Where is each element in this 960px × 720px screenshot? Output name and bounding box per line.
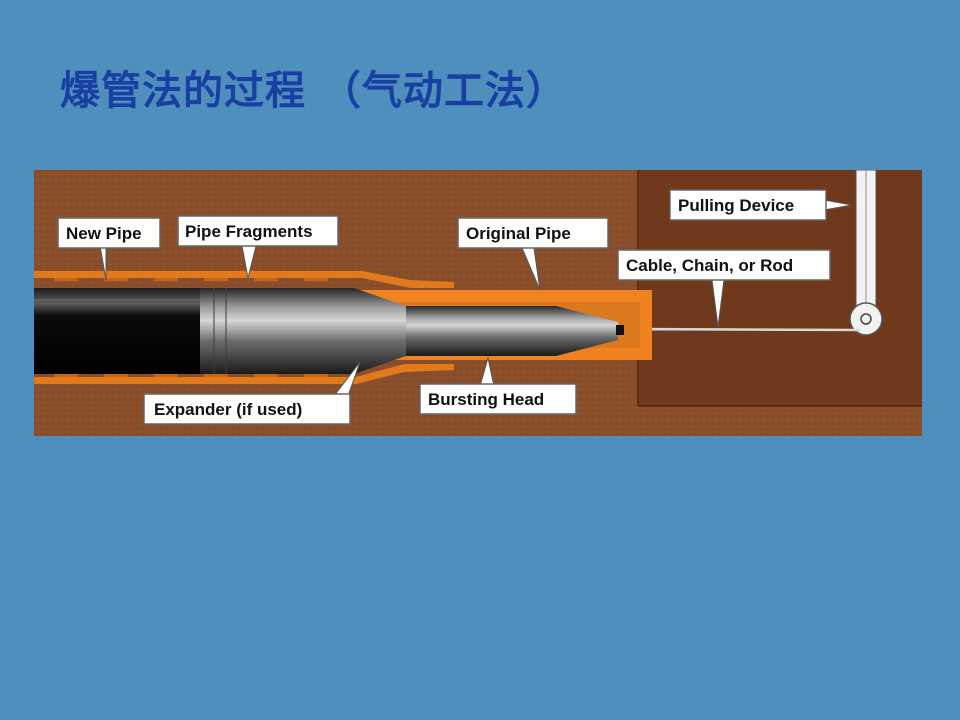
expander — [200, 288, 406, 374]
label-pulling-device: Pulling Device — [678, 196, 794, 215]
diagram-svg: New Pipe Pipe Fragments Original Pipe Pu… — [34, 170, 922, 436]
expander-taper — [354, 288, 406, 374]
bursting-head-tip — [616, 325, 624, 335]
callout-pipe-fragments: Pipe Fragments — [177, 215, 339, 279]
label-new-pipe: New Pipe — [66, 224, 142, 243]
new-pipe — [34, 288, 200, 374]
expander-body — [234, 288, 354, 374]
bursting-head-nose — [556, 306, 618, 356]
label-expander: Expander (if used) — [154, 400, 302, 419]
fragment-band-top — [34, 271, 454, 288]
callout-pulling-device: Pulling Device — [669, 189, 853, 221]
callout-cable: Cable, Chain, or Rod — [617, 249, 831, 328]
expander-collar — [200, 288, 234, 374]
label-bursting-head: Bursting Head — [428, 390, 544, 409]
slide-title: 爆管法的过程 （气动工法） — [60, 68, 567, 114]
callout-original-pipe: Original Pipe — [457, 217, 609, 291]
pulley-axle — [860, 313, 872, 325]
pulling-cable — [619, 327, 861, 332]
callout-bursting-head: Bursting Head — [419, 357, 577, 415]
label-cable: Cable, Chain, or Rod — [626, 256, 793, 275]
callout-expander: Expander (if used) — [143, 361, 361, 425]
label-pipe-fragments: Pipe Fragments — [185, 222, 313, 241]
bursting-head — [406, 306, 624, 356]
bursting-head-body — [406, 306, 556, 356]
callout-new-pipe: New Pipe — [57, 217, 161, 281]
pipe-bursting-diagram: New Pipe Pipe Fragments Original Pipe Pu… — [34, 170, 922, 436]
fragment-pieces-top — [54, 278, 328, 281]
label-original-pipe: Original Pipe — [466, 224, 571, 243]
fragment-pieces-bottom — [54, 374, 328, 377]
